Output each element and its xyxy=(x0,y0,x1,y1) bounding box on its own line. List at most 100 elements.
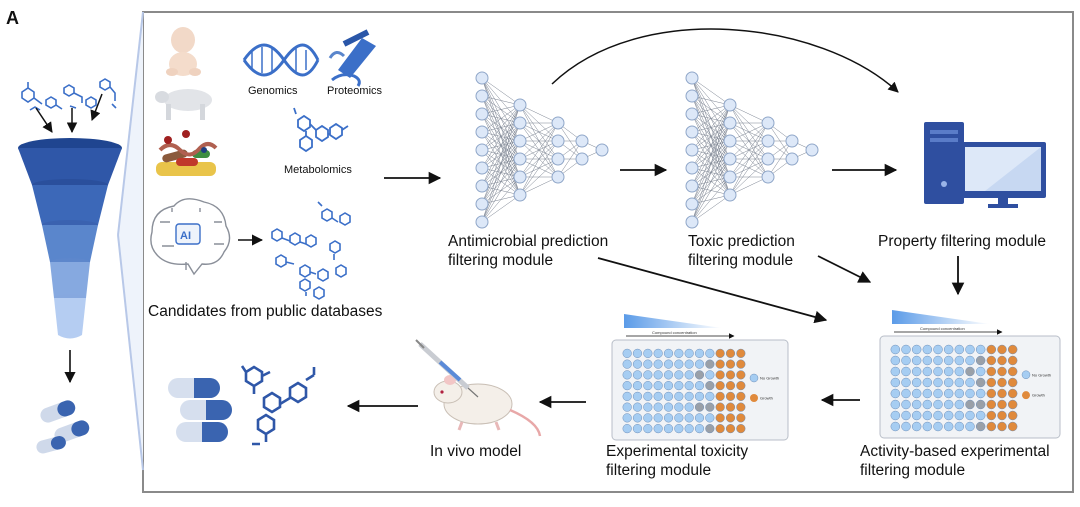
network-node xyxy=(685,179,699,193)
plate-well xyxy=(632,370,643,380)
plate-well xyxy=(997,421,1007,432)
plate-well xyxy=(911,366,922,377)
plate-well xyxy=(653,413,663,423)
plate-well xyxy=(965,388,975,399)
plate-well xyxy=(901,399,911,410)
plate-well xyxy=(653,402,663,412)
plate-well xyxy=(725,391,736,401)
plate-well xyxy=(725,370,736,380)
plate-well xyxy=(975,355,986,366)
plate-well xyxy=(715,424,725,434)
plate-well xyxy=(954,344,965,355)
plate-well xyxy=(622,424,632,434)
plate-well xyxy=(674,424,684,434)
plate-well xyxy=(1007,355,1018,366)
plate-well xyxy=(684,424,694,434)
plate-well xyxy=(653,370,663,380)
plate-well xyxy=(684,402,694,412)
plate-well xyxy=(622,370,632,380)
antimicrobial-to-activity-arrow xyxy=(597,257,828,324)
plate-well xyxy=(663,359,674,369)
network-node xyxy=(805,143,819,157)
plate-well xyxy=(725,424,736,434)
plate-well xyxy=(890,377,901,388)
plate-well xyxy=(954,410,965,421)
plate-well xyxy=(975,388,986,399)
toxic-label-line2: filtering module xyxy=(688,252,793,269)
plate-well xyxy=(922,388,933,399)
plate-well xyxy=(911,388,922,399)
network-node xyxy=(685,107,699,121)
plate-well xyxy=(674,370,684,380)
plate-well xyxy=(997,377,1007,388)
network-node xyxy=(685,161,699,175)
plate-well xyxy=(997,344,1007,355)
network-node xyxy=(685,197,699,211)
protein-icon xyxy=(328,29,376,87)
plate-well xyxy=(890,355,901,366)
plate-well xyxy=(694,359,705,369)
network-node xyxy=(761,170,775,184)
plate-well xyxy=(997,410,1007,421)
plate-well xyxy=(736,359,746,369)
network-node xyxy=(685,143,699,157)
plate-well xyxy=(622,348,632,358)
proteomics-label: Proteomics xyxy=(327,85,383,97)
plate-well xyxy=(933,355,943,366)
input-molecules-icon xyxy=(21,78,117,111)
invivo-label: In vivo model xyxy=(430,443,521,460)
plate-well xyxy=(965,410,975,421)
plate-well xyxy=(986,399,997,410)
plate-well xyxy=(736,413,746,423)
plate-well xyxy=(943,355,954,366)
network-node xyxy=(475,161,489,175)
plate-well xyxy=(933,377,943,388)
plate-well xyxy=(632,381,643,391)
plate-well xyxy=(965,421,975,432)
legend-growth-label: Growth xyxy=(760,396,773,401)
plate-well xyxy=(715,381,725,391)
network-node xyxy=(595,143,609,157)
plate-well xyxy=(965,344,975,355)
plate-well xyxy=(622,391,632,401)
plate-well xyxy=(901,344,911,355)
toxic-network-icon xyxy=(685,71,819,229)
network-node xyxy=(551,116,565,130)
plate-well xyxy=(943,399,954,410)
plate-well xyxy=(911,377,922,388)
network-node xyxy=(551,152,565,166)
network-node xyxy=(761,152,775,166)
plate-well xyxy=(674,402,684,412)
plate-well xyxy=(933,421,943,432)
plate-well xyxy=(736,402,746,412)
network-node xyxy=(475,71,489,85)
plate-well xyxy=(997,388,1007,399)
plate-well xyxy=(694,402,705,412)
computer-icon xyxy=(924,122,1046,208)
plate-well xyxy=(653,359,663,369)
plate-well xyxy=(653,391,663,401)
plate-well xyxy=(933,399,943,410)
plate-well xyxy=(643,381,653,391)
network-node xyxy=(513,170,527,184)
plate-well xyxy=(725,402,736,412)
plate-well xyxy=(911,355,922,366)
metabolite-molecule-icon xyxy=(293,107,349,153)
network-node xyxy=(575,152,589,166)
plate-well xyxy=(933,344,943,355)
plate-well xyxy=(975,421,986,432)
plate-well xyxy=(954,399,965,410)
plate-well xyxy=(965,399,975,410)
network-node xyxy=(723,170,737,184)
plate-well xyxy=(975,377,986,388)
network-node xyxy=(685,89,699,103)
plate-well xyxy=(653,348,663,358)
plate-well xyxy=(694,370,705,380)
plate-well xyxy=(922,399,933,410)
plate-well xyxy=(643,359,653,369)
network-node xyxy=(475,197,489,211)
plate-well xyxy=(674,381,684,391)
plate-well xyxy=(663,381,674,391)
